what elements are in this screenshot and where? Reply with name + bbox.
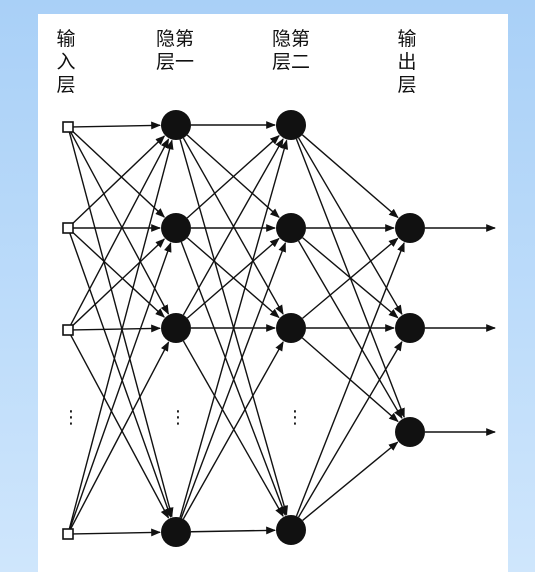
edge-input-hidden1	[68, 131, 174, 518]
edge-input-hidden1	[71, 129, 166, 218]
edge-hidden1-hidden2	[186, 237, 280, 319]
output-node	[395, 417, 425, 447]
hidden1-node	[161, 313, 191, 343]
edge-input-hidden1	[71, 230, 165, 318]
edge-input-hidden1	[69, 138, 170, 326]
hidden1-node	[161, 213, 191, 243]
edge-hidden2-output	[298, 340, 403, 518]
edge-input-hidden1	[69, 242, 172, 530]
hidden-layer-1-label: 隐第 层一	[155, 28, 194, 73]
input-node	[62, 121, 74, 133]
edge-hidden1-hidden2	[180, 242, 286, 519]
hidden2-ellipsis: ⋮	[286, 407, 304, 428]
hidden2-node	[276, 110, 306, 140]
input-node	[62, 324, 74, 336]
edge-input-hidden1	[68, 139, 174, 530]
hidden1-node	[161, 517, 191, 547]
input-ellipsis: ⋮	[62, 407, 80, 428]
edge-hidden1-hidden2	[190, 526, 276, 535]
input-layer-label: 输 入 层	[56, 28, 76, 96]
edge-hidden2-output	[295, 241, 405, 517]
input-node	[62, 528, 74, 540]
edge-input-hidden1	[69, 341, 170, 530]
hidden-layer-2-label: 隐第 层二	[271, 28, 310, 73]
edge-hidden1-hidden2	[186, 135, 280, 219]
edge-hidden2-output	[297, 137, 403, 316]
edge-input-hidden1	[69, 131, 170, 315]
edge-hidden1-hidden2	[179, 139, 289, 518]
edge-hidden1-hidden2	[182, 340, 284, 517]
edge-input-hidden1	[71, 135, 166, 226]
edge-input-hidden1	[69, 232, 172, 518]
hidden1-ellipsis: ⋮	[169, 407, 187, 428]
edge-input-hidden1	[69, 334, 170, 519]
output-node	[395, 313, 425, 343]
output-layer-label: 输 出 层	[397, 28, 417, 96]
hidden1-node	[161, 110, 191, 140]
edge-hidden2-output	[302, 441, 399, 522]
edge-hidden1-hidden2	[182, 138, 284, 316]
output-node	[395, 213, 425, 243]
edge-hidden2-output	[302, 237, 399, 319]
hidden2-node	[276, 313, 306, 343]
input-node	[62, 222, 74, 234]
edge-input-hidden1	[72, 528, 161, 537]
edge-input-hidden1	[71, 238, 166, 328]
edge-hidden2-output	[297, 240, 403, 420]
diagram-panel	[38, 14, 508, 572]
hidden2-node	[276, 213, 306, 243]
edge-input-hidden1	[72, 324, 161, 333]
edge-hidden2-output	[301, 134, 399, 219]
edge-input-hidden1	[72, 121, 161, 130]
hidden2-node	[276, 515, 306, 545]
edge-hidden1-hidden2	[182, 341, 284, 520]
